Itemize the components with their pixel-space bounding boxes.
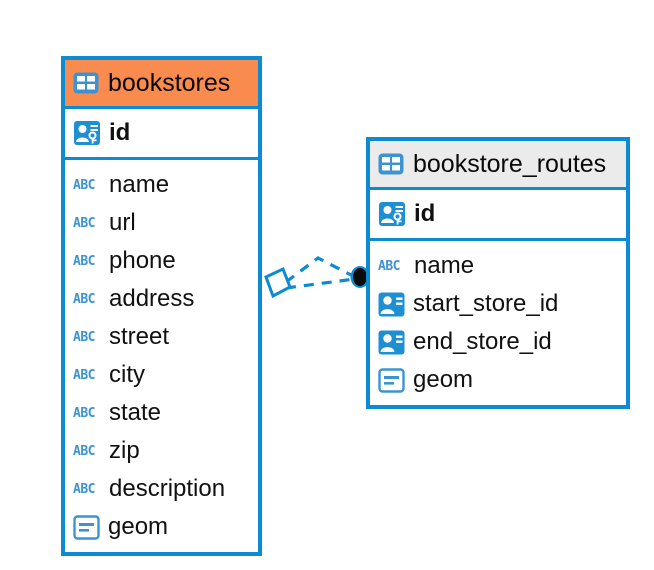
entity-bookstores[interactable]: bookstores id ABC name <box>61 56 262 556</box>
text-type-icon: ABC <box>73 253 95 269</box>
entity-title-bookstore-routes: bookstore_routes <box>413 149 607 178</box>
field-label-url: url <box>109 209 136 236</box>
primary-key-section-bookstores: id <box>65 106 258 160</box>
field-label-geom: geom <box>108 513 169 540</box>
field-label-state: state <box>109 399 162 426</box>
foreign-key-icon <box>378 330 405 354</box>
field-label-address: address <box>109 285 195 312</box>
entity-title-bookstores: bookstores <box>108 68 231 97</box>
field-row-zip[interactable]: ABC zip <box>73 432 258 470</box>
entity-header-bookstores: bookstores <box>65 60 258 106</box>
text-type-icon: ABC <box>73 177 95 193</box>
foreign-key-icon <box>378 292 405 316</box>
field-row-id[interactable]: id <box>73 114 258 152</box>
field-row-description[interactable]: ABC description <box>73 470 258 508</box>
field-row-address[interactable]: ABC address <box>73 280 258 318</box>
field-label-street: street <box>109 323 170 350</box>
text-type-icon: ABC <box>73 291 95 307</box>
field-row-geom[interactable]: geom <box>73 508 258 546</box>
geometry-type-icon <box>73 514 100 540</box>
field-row-street[interactable]: ABC street <box>73 318 258 356</box>
field-row-city[interactable]: ABC city <box>73 356 258 394</box>
field-row-name[interactable]: ABC name <box>73 166 258 204</box>
field-label-name: name <box>414 252 475 279</box>
text-type-icon: ABC <box>73 443 95 459</box>
field-label-phone: phone <box>109 247 176 274</box>
field-row-name[interactable]: ABC name <box>378 247 626 285</box>
field-label-city: city <box>109 361 145 388</box>
text-type-icon: ABC <box>73 481 95 497</box>
field-section-bookstore-routes: ABC name start_store_id <box>370 241 626 405</box>
entity-header-bookstore-routes: bookstore_routes <box>370 141 626 187</box>
primary-key-icon <box>379 202 405 226</box>
text-type-icon: ABC <box>73 215 95 231</box>
field-row-state[interactable]: ABC state <box>73 394 258 432</box>
table-icon <box>378 153 404 175</box>
field-label-start-store-id: start_store_id <box>413 290 559 317</box>
field-row-phone[interactable]: ABC phone <box>73 242 258 280</box>
field-row-url[interactable]: ABC url <box>73 204 258 242</box>
text-type-icon: ABC <box>73 329 95 345</box>
primary-key-icon <box>74 121 100 145</box>
primary-key-section-bookstore-routes: id <box>370 187 626 241</box>
relationship-line-lower <box>285 277 356 290</box>
field-label-end-store-id: end_store_id <box>413 328 552 355</box>
field-label-zip: zip <box>109 437 140 464</box>
geometry-type-icon <box>378 367 405 393</box>
field-row-start-store-id[interactable]: start_store_id <box>378 285 626 323</box>
field-section-bookstores: ABC name ABC url ABC phone ABC address A… <box>65 160 258 552</box>
table-icon <box>73 72 99 94</box>
relationship-line-upper <box>285 256 356 284</box>
field-row-end-store-id[interactable]: end_store_id <box>378 323 626 361</box>
text-type-icon: ABC <box>378 258 400 274</box>
relationship-diamond-marker <box>264 266 292 299</box>
entity-bookstore-routes[interactable]: bookstore_routes id ABC na <box>366 137 630 409</box>
text-type-icon: ABC <box>73 405 95 421</box>
text-type-icon: ABC <box>73 367 95 383</box>
field-label-description: description <box>109 475 226 502</box>
field-row-id[interactable]: id <box>378 195 626 233</box>
field-row-geom[interactable]: geom <box>378 361 626 399</box>
field-label-name: name <box>109 171 170 198</box>
field-label-id: id <box>414 200 436 227</box>
field-label-id: id <box>109 119 131 146</box>
field-label-geom: geom <box>413 366 474 393</box>
